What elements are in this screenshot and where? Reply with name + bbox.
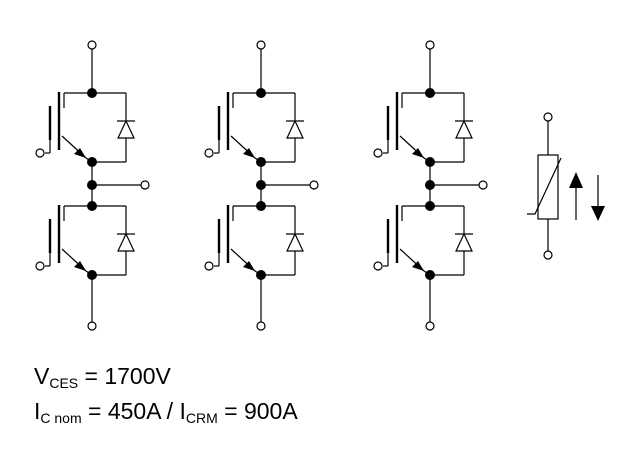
half-bridge-leg-1 bbox=[34, 39, 151, 332]
half-bridge-leg-3 bbox=[372, 39, 489, 332]
icrm-value: = 900A bbox=[217, 398, 298, 424]
ic-nom-subscript: C nom bbox=[40, 410, 82, 426]
vces-subscript: CES bbox=[49, 375, 79, 391]
ic-nom-symbol: I bbox=[34, 398, 41, 424]
arrow-up-icon bbox=[569, 172, 583, 220]
icrm-symbol: I bbox=[179, 398, 186, 424]
vces-value: = 1700V bbox=[78, 363, 171, 389]
ntc-thermistor bbox=[527, 112, 605, 260]
vces-rating: VCES = 1700V bbox=[34, 363, 171, 391]
ic-nom-value: = 450A / bbox=[81, 398, 180, 424]
arrow-down-icon bbox=[591, 175, 605, 221]
current-rating: IC nom = 450A / ICRM = 900A bbox=[34, 398, 298, 426]
vces-symbol: V bbox=[34, 363, 50, 389]
icrm-subscript: CRM bbox=[185, 410, 218, 426]
igbt-module-schematic bbox=[34, 39, 605, 332]
half-bridge-leg-2 bbox=[203, 39, 320, 332]
